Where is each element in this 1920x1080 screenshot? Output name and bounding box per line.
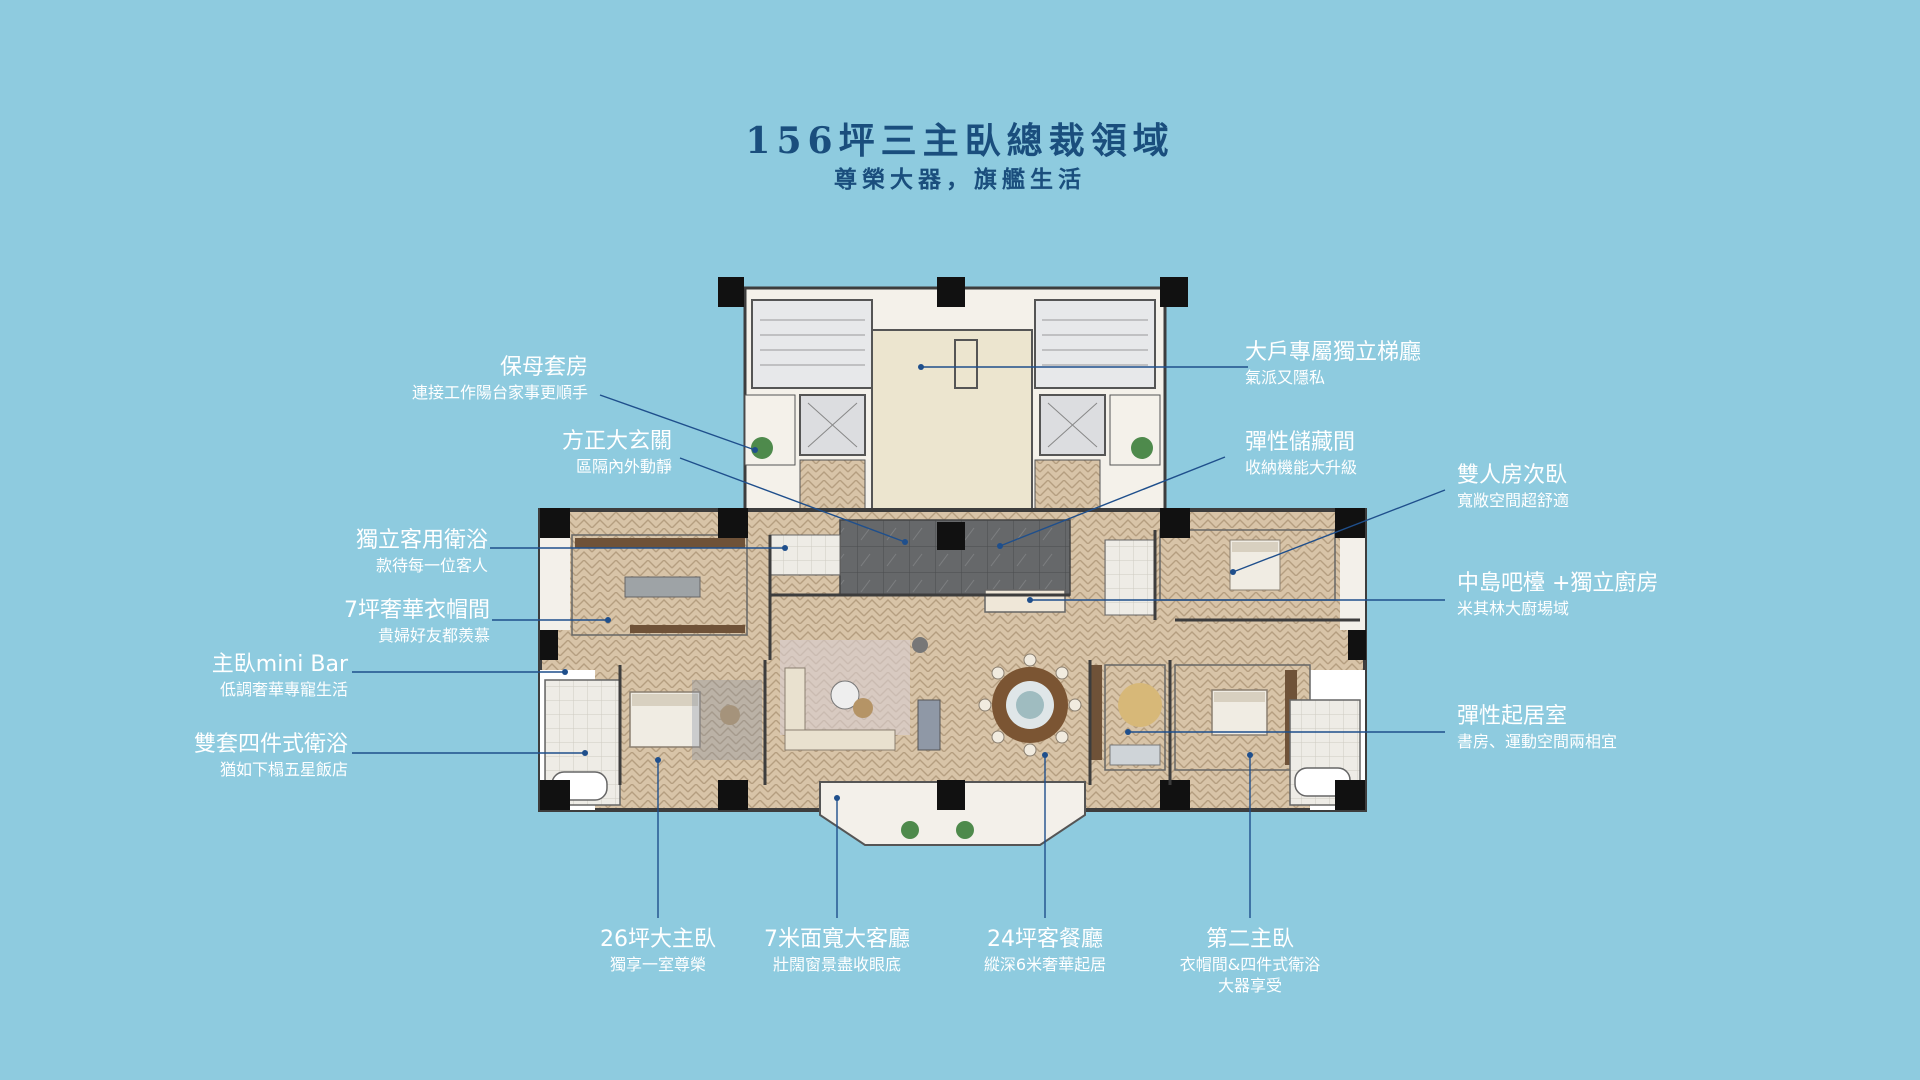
top-wing [743,286,1167,545]
callout-desc: 米其林大廚場域 [1457,599,1570,618]
callout-living-room: 7米面寬大客廳 壯闊窗景盡收眼底 [747,926,927,975]
callout-desc: 收納機能大升級 [1245,458,1358,477]
callout-flex-room: 彈性起居室 書房、運動空間兩相宜 [1457,703,1617,752]
callout-desc: 寬敞空間超舒適 [1457,491,1570,510]
page-subtitle: 尊榮大器，旗艦生活 [834,166,1086,193]
callout-kitchen: 中島吧檯 +獨立廚房 米其林大廚場域 [1457,570,1658,619]
callout-title: 26坪大主臥 [600,927,716,952]
callout-title: 7米面寬大客廳 [764,927,910,952]
callout-desc: 區隔內外動靜 [575,457,672,476]
page-title: 156坪三主臥總裁領域 [745,120,1175,162]
callout-desc: 書房、運動空間兩相宜 [1457,732,1618,751]
callout-title: 彈性儲藏間 [1245,430,1356,455]
structural-columns [540,277,1366,810]
callout-master-bedroom: 26坪大主臥 獨享一室尊榮 [578,926,738,975]
callout-guest-bath: 獨立客用衛浴 款待每一位客人 [356,527,488,576]
callout-nanny-suite: 保母套房 連接工作陽台家事更順手 [412,354,588,403]
callout-title: 獨立客用衛浴 [355,528,488,553]
callout-title: 7坪奢華衣帽間 [344,598,490,623]
callout-dining-room: 24坪客餐廳 縱深6米奢華起居 [955,926,1135,975]
callout-mini-bar: 主臥mini Bar 低調奢華專寵生活 [212,651,348,700]
callout-double-room: 雙人房次臥 寬敞空間超舒適 [1457,462,1569,511]
callout-title: 保母套房 [499,355,588,380]
callout-desc: 壯闊窗景盡收眼底 [772,955,901,974]
leader-dots [562,364,1253,801]
callout-elevator-hall: 大戶專屬獨立梯廳 氣派又隱私 [1245,339,1421,388]
callout-desc: 低調奢華專寵生活 [219,680,348,699]
callout-title: 24坪客餐廳 [987,927,1103,952]
callout-title: 第二主臥 [1205,927,1294,952]
callout-storage: 彈性儲藏間 收納機能大升級 [1245,429,1357,478]
callout-desc: 連接工作陽台家事更順手 [411,383,588,402]
callout-title: 主臥mini Bar [211,652,348,677]
callout-desc: 款待每一位客人 [375,556,488,575]
callout-title: 大戶專屬獨立梯廳 [1245,340,1422,365]
callout-desc: 衣帽間&四件式衛浴 [1179,955,1321,974]
callout-desc: 縱深6米奢華起居 [983,955,1107,974]
callout-desc-2: 大器享受 [1217,976,1282,995]
callout-desc: 貴婦好友都羨慕 [377,626,490,645]
callout-title: 彈性起居室 [1457,704,1568,729]
callout-title: 方正大玄關 [561,429,672,454]
callout-second-master: 第二主臥 衣帽間&四件式衛浴 大器享受 [1150,926,1350,996]
leader-lines [352,366,1446,918]
interior-walls [618,530,1360,785]
callout-desc: 氣派又隱私 [1245,368,1326,387]
callout-foyer: 方正大玄關 區隔內外動靜 [562,428,672,477]
main-floor [538,508,1367,846]
callout-desc: 獨享一室尊榮 [609,955,706,974]
callout-master-bath: 雙套四件式衛浴 猶如下榻五星飯店 [194,731,348,780]
callout-desc: 猶如下榻五星飯店 [219,760,348,779]
callout-title: 雙人房次臥 [1457,463,1568,488]
callout-title: 中島吧檯 +獨立廚房 [1457,571,1659,596]
callout-title: 雙套四件式衛浴 [193,732,348,757]
callout-walk-in-closet: 7坪奢華衣帽間 貴婦好友都羨慕 [344,597,490,646]
